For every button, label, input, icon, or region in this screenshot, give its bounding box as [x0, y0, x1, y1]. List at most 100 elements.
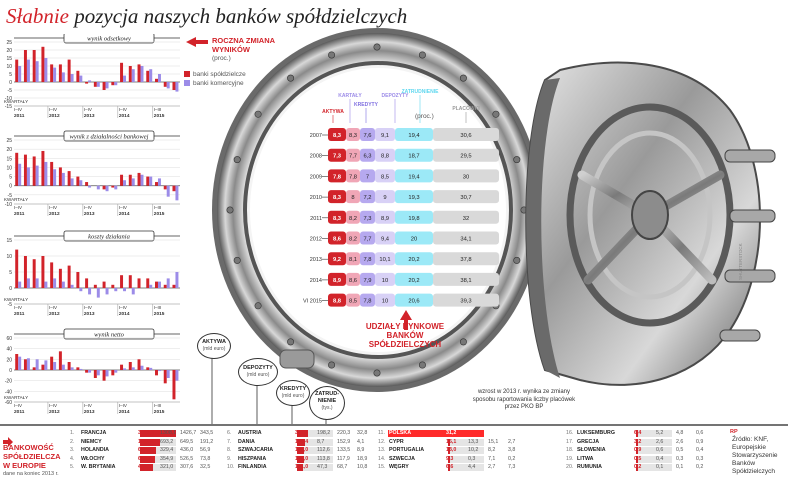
row-rank: 14. — [378, 455, 386, 462]
bar-commercial — [175, 185, 179, 201]
y-tick-label: -60 — [5, 400, 12, 406]
shares-arrow-icon — [400, 310, 412, 330]
bar-commercial — [53, 67, 57, 82]
shares-bar — [395, 128, 433, 141]
value-bar-bg — [448, 464, 484, 471]
row-rank: 4. — [70, 455, 75, 462]
bar-commercial — [140, 174, 144, 186]
bar-cooperative — [67, 171, 71, 186]
shares-bar — [346, 293, 360, 307]
callout-aktywa-unit: (mld euro) — [202, 346, 226, 352]
row-value: 3,8 — [508, 447, 516, 453]
value-bar — [297, 447, 305, 454]
vault-bolt — [418, 361, 426, 369]
bar-cooperative — [41, 364, 45, 370]
vault-bolt — [513, 256, 521, 264]
shares-value-label: 6,3 — [363, 154, 371, 160]
shares-bar — [375, 210, 395, 224]
bar-commercial — [157, 281, 161, 288]
quarter-tick-label: I–III — [154, 107, 162, 112]
vault-bolt — [492, 110, 500, 118]
bar-cooperative — [85, 82, 89, 84]
bar-commercial — [61, 172, 65, 186]
y-tick-label: 0 — [9, 286, 12, 292]
shares-value-label: 19,4 — [408, 133, 420, 139]
bar-cooperative — [111, 370, 115, 376]
value-bar — [140, 438, 160, 446]
bar-commercial — [114, 370, 118, 373]
row-value: 526,5 — [180, 455, 194, 462]
bar-commercial — [53, 169, 57, 186]
bar-cooperative — [93, 82, 97, 87]
shares-bar — [375, 190, 395, 204]
bar-cooperative — [85, 370, 89, 373]
vault-bolt — [459, 338, 467, 346]
bar-cooperative — [163, 370, 167, 384]
row-rank: 2. — [70, 438, 75, 445]
y-tick-label: 40 — [6, 347, 12, 353]
x-axis-label: KWARTAŁY — [4, 395, 28, 400]
row-value: 4,4 — [468, 464, 476, 470]
y-tick-label: 0 — [9, 80, 12, 86]
value-bar-bg — [636, 438, 672, 446]
bar-commercial — [18, 163, 22, 186]
value-bar — [297, 464, 304, 471]
shares-value-label: 29,5 — [460, 154, 471, 160]
bar-commercial — [123, 368, 127, 370]
shares-year-label: 2010 — [310, 195, 322, 201]
shares-bar — [395, 190, 433, 204]
bar-cooperative — [120, 275, 124, 288]
row-aktywa: 0,5 — [634, 455, 642, 462]
row-value: 321,0 — [160, 464, 174, 470]
bar-cooperative — [50, 64, 54, 82]
bar-commercial — [114, 185, 118, 190]
title-accent: Słabnie — [6, 4, 69, 28]
y-tick-label: 20 — [6, 357, 12, 363]
shares-bar — [375, 252, 395, 266]
rp-logo: RP — [730, 429, 738, 435]
row-rank: 19. — [566, 455, 574, 462]
legend-arrow-icon — [186, 37, 208, 47]
row-value: 113,8 — [317, 455, 330, 462]
value-bar — [636, 430, 638, 437]
row-aktywa: 322,2 — [295, 430, 309, 436]
row-value: 7,3 — [508, 464, 516, 470]
y-tick-label: 5 — [9, 175, 12, 181]
value-bar — [140, 447, 156, 454]
bar-cooperative — [102, 82, 106, 90]
bar-cooperative — [93, 284, 97, 288]
bar-commercial — [18, 66, 22, 82]
bar-commercial — [96, 82, 100, 87]
row-aktywa: 1050,6 — [138, 438, 155, 445]
shares-bar — [328, 190, 346, 204]
quarter-tick-label: I–III — [154, 305, 162, 310]
shares-bar — [395, 231, 433, 245]
shares-bar — [346, 128, 360, 141]
year-tick-label: 2011 — [14, 113, 25, 119]
y-tick-label: 10 — [6, 64, 12, 70]
y-tick-label: -15 — [5, 104, 12, 110]
quarterly-chart-2: wynik z działalności bankowej-10-5051015… — [4, 130, 180, 217]
value-bar — [636, 455, 638, 463]
bar-commercial — [114, 82, 118, 86]
quarter-tick-label: I–IV — [84, 205, 92, 210]
bar-commercial — [26, 358, 30, 370]
shares-column-header: DEPOZYTY — [382, 93, 410, 99]
bar-cooperative — [76, 176, 80, 186]
shares-year-label: 2009 — [310, 174, 322, 180]
row-rank: 12. — [378, 438, 386, 445]
row-value: 2,7 — [508, 438, 516, 445]
shares-year-label: 2013 — [310, 257, 322, 263]
row-rank: 1. — [70, 430, 75, 436]
shares-value-label: 20,2 — [408, 278, 419, 284]
shares-bar — [433, 210, 499, 224]
callout-kredyty: KREDYTY(mld euro) — [276, 380, 310, 406]
bar-commercial — [35, 359, 39, 370]
bar-cooperative — [102, 370, 106, 381]
x-axis-label: KWARTAŁY — [4, 197, 28, 202]
